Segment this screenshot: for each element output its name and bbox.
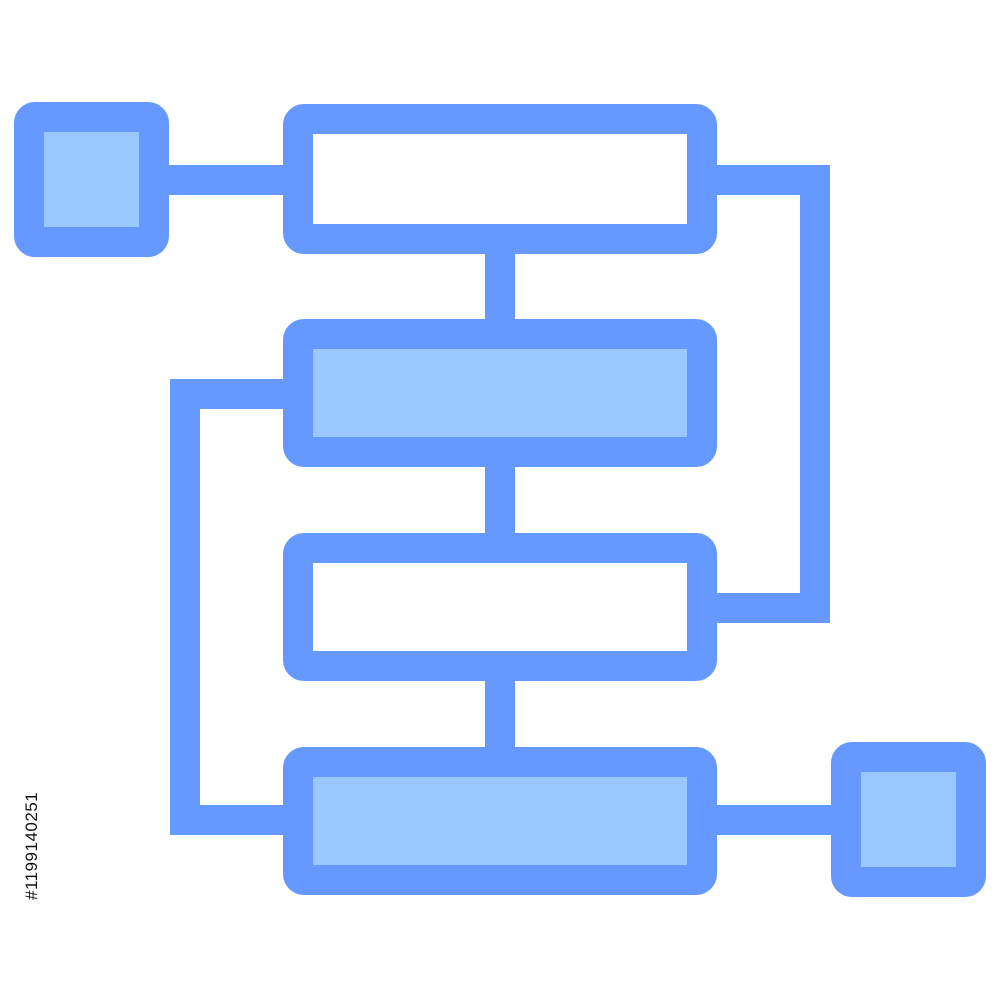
connector-lines — [168, 165, 832, 835]
process-box-1 — [283, 104, 717, 254]
process-box-2 — [283, 319, 717, 467]
end-square — [831, 742, 986, 897]
loop-connector-left — [170, 379, 284, 835]
node-shapes — [14, 102, 986, 897]
stock-id-watermark: #1199140251 — [22, 791, 41, 900]
process-box-3 — [283, 533, 717, 681]
loop-connector-right — [716, 165, 830, 623]
start-square — [14, 102, 169, 257]
process-box-4 — [283, 747, 717, 895]
